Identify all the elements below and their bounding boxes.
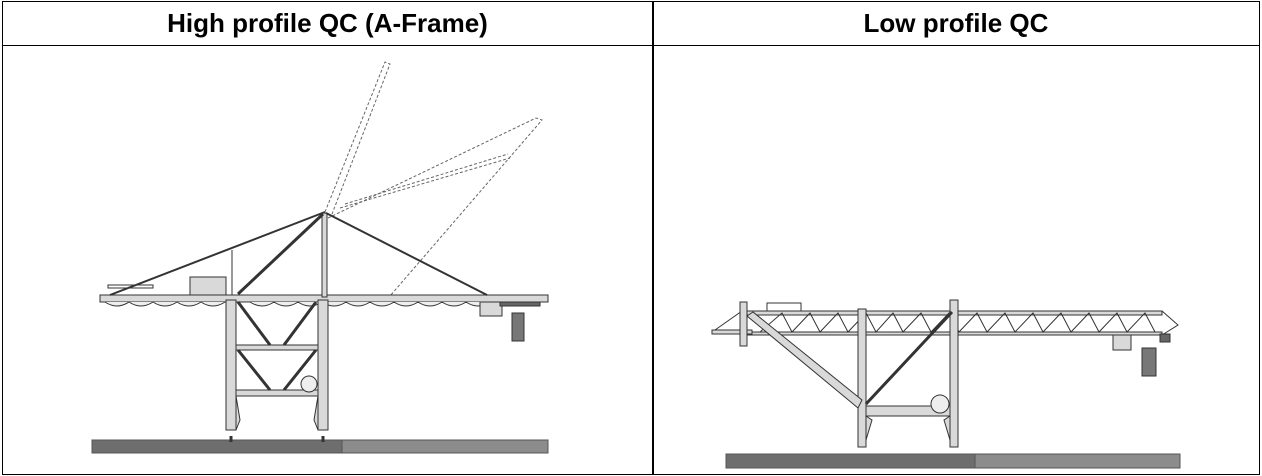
column-header-low-profile: Low profile QC — [653, 2, 1259, 46]
column-header-high-profile: High profile QC (A-Frame) — [3, 2, 652, 46]
low-profile-crane-illustration — [711, 299, 1181, 469]
high-profile-crane-illustration — [91, 61, 549, 454]
column-divider — [652, 2, 654, 474]
